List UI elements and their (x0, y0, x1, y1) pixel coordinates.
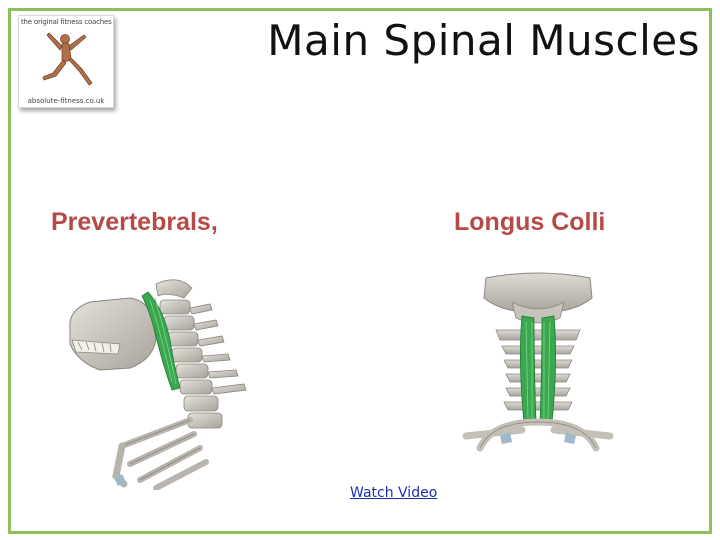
neck-side-view-image (69, 279, 247, 490)
logo-url: absolute-fitness.co.uk (27, 97, 105, 105)
watch-video-link[interactable]: Watch Video (350, 485, 438, 501)
muscle-label-longus-colli: Longus Colli (454, 208, 606, 236)
muscle-label-prevertebrals: Prevertebrals, (51, 208, 218, 236)
leaping-figure-icon (42, 32, 93, 86)
slide-title: Main Spinal Muscles (267, 16, 700, 65)
logo-tagline: the original fitness coaches (21, 18, 112, 26)
neck-front-view-image (462, 272, 614, 452)
brand-logo: the original fitness coaches absolute-fi… (18, 15, 114, 108)
